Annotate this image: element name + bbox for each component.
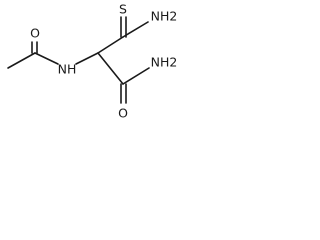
atom-label-o-amide: O xyxy=(118,106,128,121)
bond-carbonyl-nh xyxy=(34,52,59,65)
bond-amidecarbon-nh2 xyxy=(122,67,150,85)
bond-thiocarbon-nh2 xyxy=(122,21,149,38)
atom-label-nh: NH xyxy=(58,62,77,77)
bond-layer xyxy=(7,16,150,104)
bond-ch-amidecarbon xyxy=(97,52,124,85)
chemical-structure-diagram: O NH S NH2 NH2 O xyxy=(7,2,177,121)
bond-ch-thiocarbon xyxy=(97,36,124,54)
atom-label-o-acetyl: O xyxy=(30,26,40,41)
bond-methyl-carbonyl xyxy=(7,52,36,69)
bond-nh-ch xyxy=(75,52,99,65)
atom-label-nh2-thioamide: NH2 xyxy=(151,9,178,24)
atom-label-nh2-amide: NH2 xyxy=(151,55,178,70)
atom-label-layer: O NH S NH2 NH2 O xyxy=(30,2,177,121)
atom-label-s: S xyxy=(119,2,127,17)
